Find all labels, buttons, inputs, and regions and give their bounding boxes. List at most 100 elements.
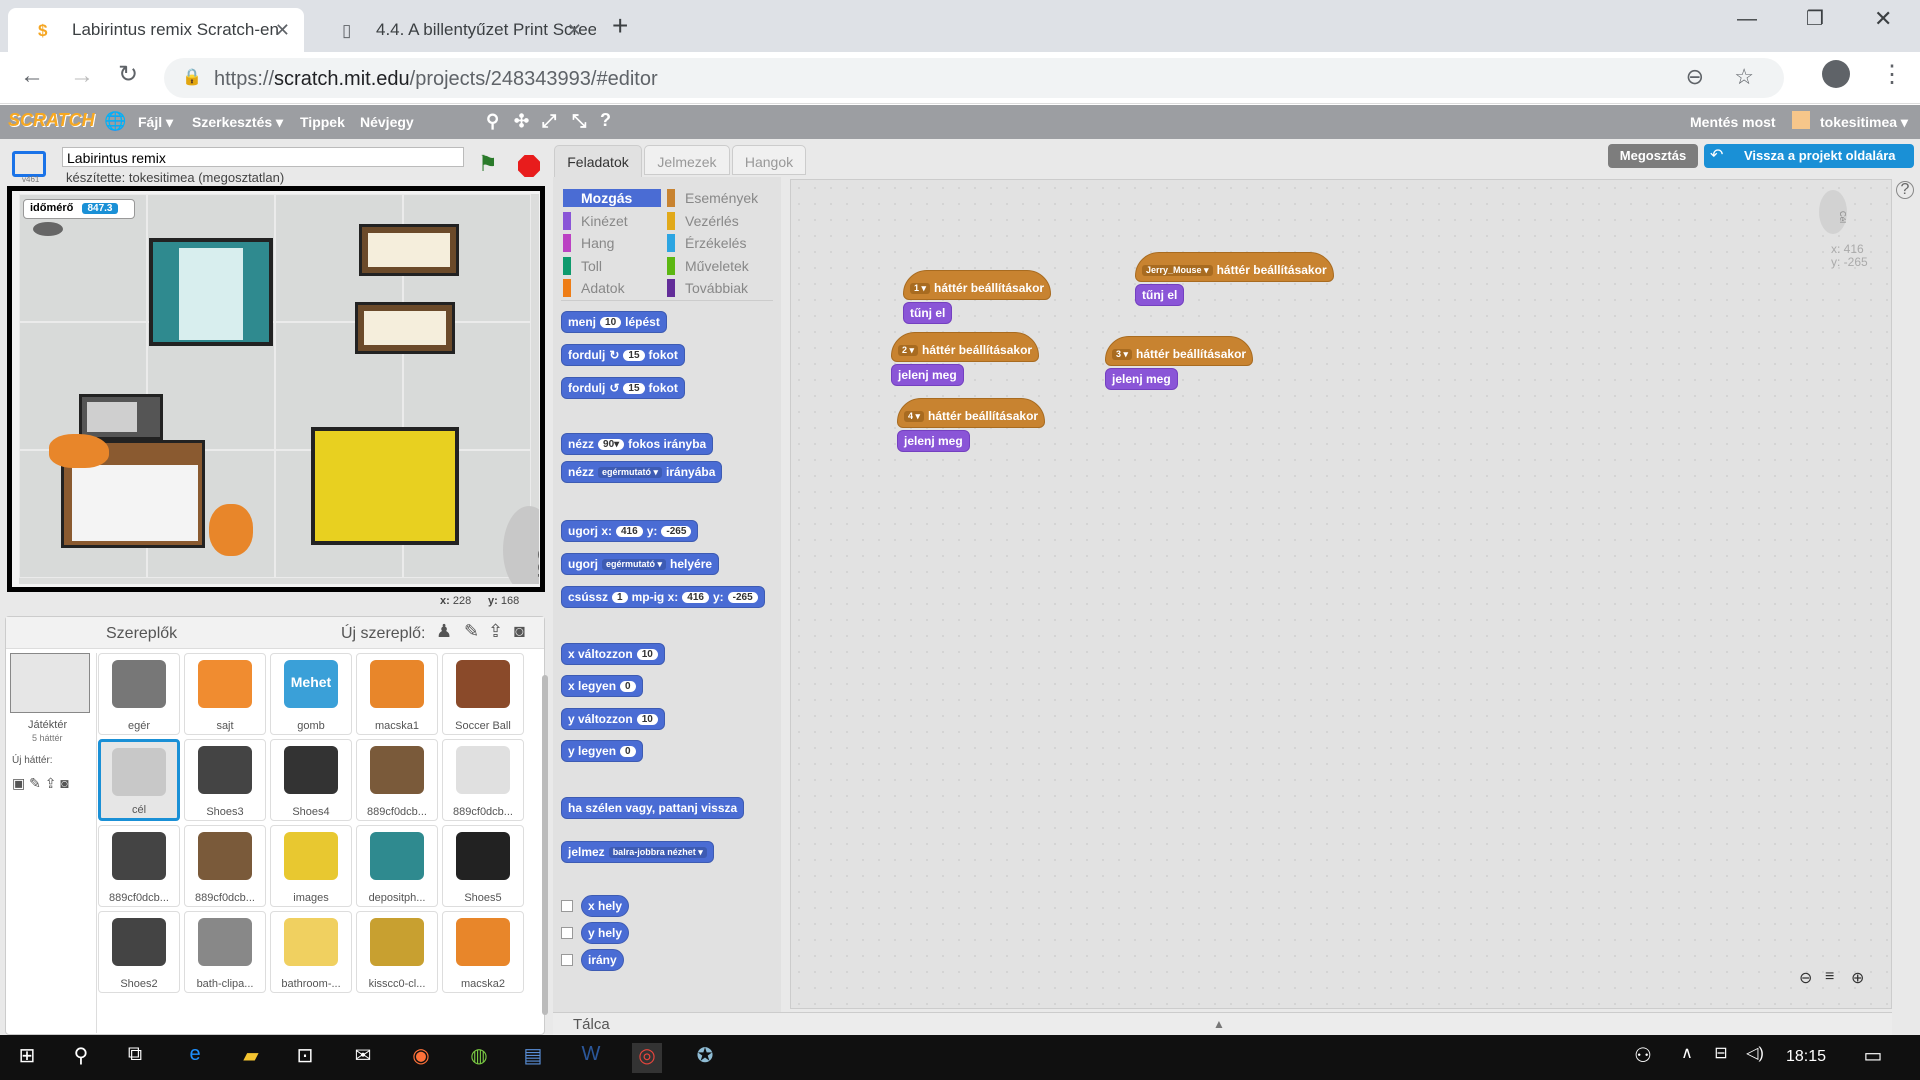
task-view-icon[interactable]: ⧉ [127, 1043, 143, 1065]
block-input[interactable]: 15 [623, 349, 645, 361]
timer-monitor[interactable]: időmérő 847.3 [23, 199, 135, 219]
sprite-thumbnail[interactable]: macska2 [442, 911, 524, 993]
menu-file[interactable]: Fájl ▾ [138, 114, 174, 130]
sprite-thumbnail[interactable]: egér [98, 653, 180, 735]
block-input[interactable]: 416 [682, 591, 709, 603]
forward-icon[interactable]: → [70, 62, 94, 89]
firefox-icon[interactable]: ◉ [412, 1045, 430, 1067]
reporter-checkbox[interactable] [561, 900, 573, 912]
category-right-1[interactable]: Vezérlés [667, 211, 739, 230]
block-dropdown[interactable]: egérmutató ▾ [602, 558, 667, 570]
tab-print-screen[interactable]: ▯ 4.4. A billentyűzet Print Screen g ✕ [312, 8, 596, 52]
app-u-icon[interactable]: ◍ [470, 1045, 488, 1067]
sprite-scrollbar[interactable] [542, 675, 548, 1015]
looks-block[interactable]: jelenj meg [891, 364, 964, 386]
block-input[interactable]: 416 [616, 525, 643, 537]
block-input[interactable]: 0 [620, 745, 636, 757]
tab-sounds[interactable]: Hangok [732, 145, 806, 175]
block-input[interactable]: 90▾ [598, 438, 625, 450]
tab-scripts[interactable]: Feladatok [554, 145, 642, 177]
block-bounce[interactable]: ha szélen vagy, pattanj vissza [561, 797, 745, 819]
block-input[interactable]: 10 [636, 648, 658, 660]
block-dropdown[interactable]: egérmutató ▾ [598, 466, 663, 478]
globe-icon[interactable]: 🌐 [104, 111, 127, 131]
sprite-thumbnail[interactable]: cél [98, 739, 180, 821]
stage[interactable]: időmérő 847.3 Cél [7, 186, 545, 592]
cat-sprite-2[interactable] [209, 504, 253, 556]
block-input[interactable]: 15 [623, 382, 645, 394]
close-window-icon[interactable]: ✕ [1874, 6, 1893, 31]
volume-icon[interactable]: ◁) [1746, 1045, 1764, 1062]
help-icon[interactable]: ? [1896, 181, 1914, 199]
upload-sprite-icon[interactable]: ⇪ [488, 621, 504, 641]
when-backdrop-switches-hat[interactable]: 4 ▾háttér beállításakor [897, 398, 1046, 428]
fullscreen-icon[interactable] [12, 151, 46, 177]
category-left-0[interactable]: Mozgás [563, 189, 661, 207]
grow-tool-icon[interactable]: ⤢ [542, 111, 557, 131]
duplicate-tool-icon[interactable]: ⚲ [486, 111, 500, 131]
backdrop-tools-icon[interactable]: ▣ ✎ ⇪ ◙ [12, 775, 69, 791]
block-dropdown[interactable]: balra-jobbra nézhet ▾ [608, 846, 707, 858]
when-backdrop-switches-hat[interactable]: 3 ▾háttér beállításakor [1105, 336, 1254, 366]
block-input[interactable]: -265 [727, 591, 758, 603]
reporter-checkbox[interactable] [561, 954, 573, 966]
network-icon[interactable]: ⊟ [1714, 1045, 1728, 1062]
when-backdrop-switches-hat[interactable]: 1 ▾háttér beállításakor [903, 270, 1052, 300]
new-tab-icon[interactable]: + [612, 10, 629, 41]
microwave-sprite[interactable] [79, 394, 163, 440]
reporter-checkbox[interactable] [561, 927, 573, 939]
block-input[interactable]: 10 [636, 713, 658, 725]
scratch-logo[interactable]: SCRATCH [8, 110, 95, 130]
sprite-thumbnail[interactable]: Shoes3 [184, 739, 266, 821]
bookmark-star-icon[interactable]: ☆ [1734, 64, 1754, 89]
close-tab-icon[interactable]: ✕ [274, 20, 290, 40]
chrome-icon[interactable]: ◎ [632, 1043, 662, 1073]
sprite-thumbnail[interactable]: Shoes4 [270, 739, 352, 821]
goal-sprite[interactable]: Cél [503, 506, 539, 584]
stop-sign-icon[interactable] [518, 155, 540, 177]
cat-sprite-1[interactable] [49, 434, 109, 468]
sprite-thumbnail[interactable]: Soccer Ball [442, 653, 524, 735]
stage-thumbnail[interactable] [10, 653, 90, 713]
sink-cabinet-sprite[interactable] [311, 427, 459, 545]
looks-block[interactable]: jelenj meg [1105, 368, 1178, 390]
backdrop-dropdown[interactable]: 2 ▾ [898, 344, 919, 356]
edge-icon[interactable]: e [189, 1043, 201, 1065]
tab-costumes[interactable]: Jelmezek [644, 145, 730, 175]
delete-tool-icon[interactable]: ✣ [514, 111, 530, 131]
search-icon[interactable]: ⚲ [73, 1045, 89, 1067]
reporter-1[interactable]: y hely [581, 922, 630, 944]
green-flag-icon[interactable]: ⚑ [478, 151, 498, 176]
back-icon[interactable]: ← [20, 62, 44, 89]
looks-block[interactable]: tűnj el [1135, 284, 1185, 306]
sprite-thumbnail[interactable]: macska1 [356, 653, 438, 735]
when-backdrop-switches-hat[interactable]: 2 ▾háttér beállításakor [891, 332, 1040, 362]
backdrop-dropdown[interactable]: 1 ▾ [910, 282, 931, 294]
looks-block[interactable]: jelenj meg [897, 430, 970, 452]
save-now-link[interactable]: Mentés most [1690, 114, 1776, 130]
sprite-thumbnail[interactable]: Shoes5 [442, 825, 524, 907]
sprite-thumbnail[interactable]: 889cf0dcb... [356, 739, 438, 821]
block-input[interactable]: 10 [600, 316, 622, 328]
category-right-3[interactable]: Műveletek [667, 256, 749, 275]
looks-block[interactable]: tűnj el [903, 302, 953, 324]
category-right-4[interactable]: Továbbiak [667, 279, 748, 297]
address-bar[interactable]: 🔒 https://scratch.mit.edu/projects/24834… [164, 58, 1784, 98]
zoom-out-icon[interactable]: ⊖ [1799, 970, 1813, 987]
sprite-thumbnail[interactable]: 889cf0dcb... [442, 739, 524, 821]
close-tab-icon[interactable]: ✕ [566, 20, 582, 40]
word-icon[interactable]: W [581, 1043, 601, 1065]
category-left-3[interactable]: Toll [563, 256, 602, 275]
share-button[interactable]: Megosztás [1608, 144, 1698, 168]
block-input[interactable]: -265 [661, 525, 692, 537]
clock[interactable]: 18:15 [1786, 1048, 1827, 1065]
